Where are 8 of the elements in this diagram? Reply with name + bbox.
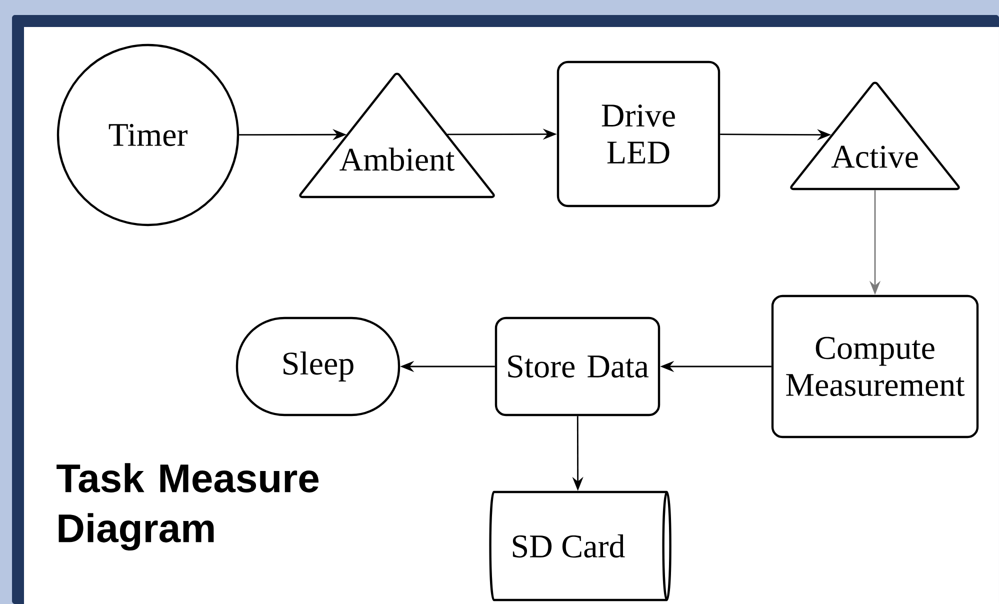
process-box: Drive LED (556, 60, 720, 208)
triangle-node: Active (790, 82, 960, 190)
storage-cylinder: SD Card (489, 490, 672, 602)
triangle-node: Ambient (299, 72, 495, 198)
circle-node: Timer (56, 44, 240, 226)
process-box: Store Data (494, 316, 660, 416)
diagram-title: Task Measure Diagram (56, 463, 319, 551)
process-box: Compute Measurement (771, 294, 979, 438)
